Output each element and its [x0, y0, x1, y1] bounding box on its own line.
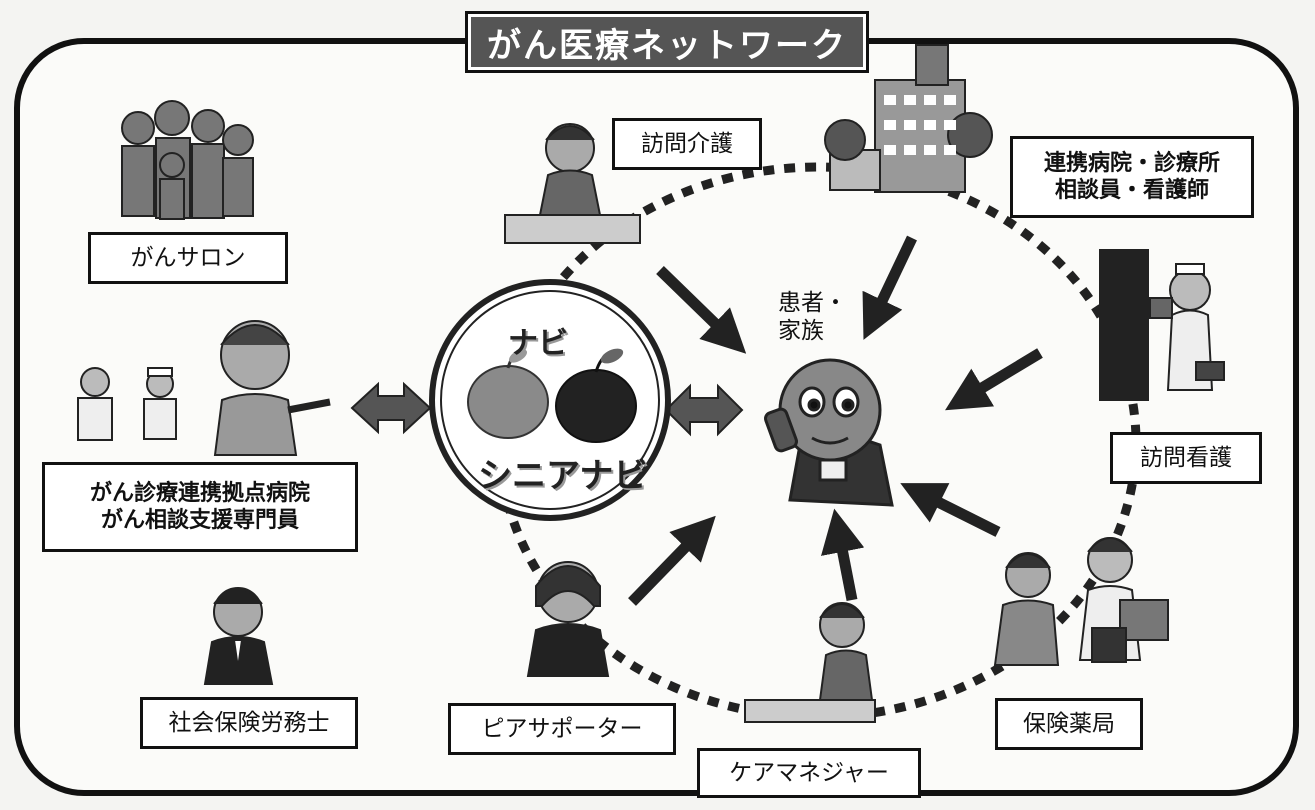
arrows-to-patient [628, 235, 1043, 606]
navi-top-label: ナビ [508, 326, 568, 361]
visiting-nurse-label: 訪問看護 [1110, 432, 1262, 484]
clinic-label: 連携病院・診療所 相談員・看護師 [1010, 136, 1254, 218]
arrow-from-home-care [656, 266, 747, 354]
clinic-label-line1: 連携病院・診療所 [1043, 150, 1220, 176]
diagram-title: がん医療ネットワーク [465, 11, 869, 73]
care-manager-label: ケアマネジャー [697, 748, 921, 798]
arrow-from-clinic [862, 235, 917, 340]
peer-supporter-icon [526, 561, 610, 677]
counselor-icon [213, 320, 331, 456]
nurse-icon [1099, 249, 1225, 401]
care-manager-icon [744, 602, 876, 723]
hospital-label-line1: がん診療連携拠点病院 [89, 480, 310, 506]
arrow-from-peer-supporter [628, 515, 716, 606]
home-care-label: 訪問介護 [612, 118, 762, 170]
pharmacist-icon [993, 537, 1169, 666]
salon-label: がんサロン [88, 232, 288, 284]
hospital-label: がん診療連携拠点病院 がん相談支援専門員 [42, 462, 358, 552]
doctor-nurse-icon [77, 367, 177, 441]
labor-consultant-label: 社会保険労務士 [140, 697, 358, 749]
elderly-patient-icon [764, 358, 894, 507]
apple-icon [555, 348, 637, 443]
hospital-building-icon [824, 44, 993, 193]
clinic-label-line2: 相談員・看護師 [1054, 178, 1209, 203]
patient-family-label: 患者・ 家族 [778, 290, 847, 344]
caregiver-icon [504, 123, 641, 244]
navi-bottom-label: シニアナビ [478, 456, 648, 496]
pharmacy-label: 保険薬局 [995, 698, 1143, 750]
apple-icon [467, 348, 549, 439]
navi-badge [429, 279, 671, 521]
family-icon [121, 100, 254, 220]
hospital-label-line2: がん相談支援専門員 [100, 508, 299, 533]
arrow-from-pharmacy [900, 483, 1001, 537]
arrow-from-visiting-nurse [945, 348, 1043, 411]
double-arrow-left [350, 381, 432, 435]
double-arrow-right [664, 383, 744, 437]
businessman-icon [203, 587, 274, 685]
arrow-from-care-manager [821, 508, 865, 602]
peer-supporter-label: ピアサポーター [448, 703, 676, 755]
